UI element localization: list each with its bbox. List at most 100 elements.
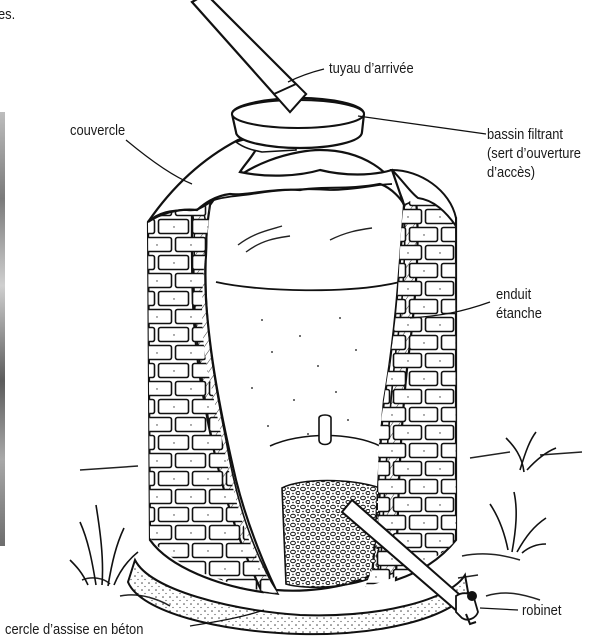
brick-texture-dot	[423, 558, 424, 559]
brick	[442, 552, 470, 566]
brick	[394, 462, 422, 476]
brick	[394, 354, 422, 368]
brick-texture-dot	[471, 540, 472, 541]
brick	[108, 310, 138, 324]
label-tap: robinet	[522, 601, 561, 620]
brick-texture-dot	[407, 324, 408, 325]
brick	[426, 354, 454, 368]
brick-texture-dot	[207, 442, 208, 443]
brick-texture-dot	[439, 360, 440, 361]
brick	[410, 228, 438, 242]
brick-texture-dot	[407, 540, 408, 541]
brick	[176, 526, 206, 540]
brick	[108, 346, 138, 360]
brick	[442, 408, 470, 422]
brick-texture-dot	[471, 468, 472, 469]
brick	[159, 472, 189, 486]
brick-texture-dot	[375, 576, 376, 577]
brick	[159, 436, 189, 450]
brick-texture-dot	[258, 568, 259, 569]
brick	[458, 318, 486, 332]
brick	[410, 300, 438, 314]
brick	[108, 238, 138, 252]
brick-texture-dot	[224, 568, 225, 569]
brick-texture-dot	[258, 604, 259, 605]
brick-texture-dot	[423, 378, 424, 379]
brick-texture-dot	[173, 586, 174, 587]
brick	[458, 282, 486, 296]
brick	[142, 454, 172, 468]
brick-texture-dot	[122, 352, 123, 353]
brick	[426, 462, 454, 476]
brick-texture-dot	[190, 244, 191, 245]
brick	[426, 534, 454, 548]
brick-texture-dot	[156, 460, 157, 461]
brick-texture-dot	[122, 388, 123, 389]
brick	[159, 544, 189, 558]
brick	[176, 238, 206, 252]
brick	[125, 508, 155, 522]
brick	[159, 508, 189, 522]
brick-texture-dot	[423, 306, 424, 307]
brick	[442, 480, 470, 494]
brick	[193, 508, 223, 522]
brick-texture-dot	[471, 216, 472, 217]
brick	[159, 364, 189, 378]
brick	[426, 498, 454, 512]
brick	[125, 472, 155, 486]
brick-texture-dot	[407, 432, 408, 433]
brick	[410, 480, 438, 494]
brick	[394, 390, 422, 404]
brick	[176, 310, 206, 324]
brick	[142, 382, 172, 396]
brick	[394, 318, 422, 332]
brick-texture-dot	[156, 244, 157, 245]
brick-texture-dot	[139, 262, 140, 263]
brick	[142, 274, 172, 288]
brick	[410, 408, 438, 422]
brick	[193, 472, 223, 486]
brick-texture-dot	[156, 532, 157, 533]
brick	[159, 256, 189, 270]
brick	[159, 328, 189, 342]
brick-texture-dot	[407, 396, 408, 397]
brick	[193, 544, 223, 558]
brick-texture-dot	[439, 540, 440, 541]
brick-texture-dot	[139, 406, 140, 407]
brick-texture-dot	[423, 234, 424, 235]
label-waterproof-line2: étanche	[496, 304, 542, 323]
brick	[108, 490, 138, 504]
label-filter-basin: bassin filtrant (sert d’ouverture d’accè…	[487, 125, 581, 182]
brick-texture-dot	[139, 226, 140, 227]
brick-texture-dot	[224, 496, 225, 497]
brick	[159, 400, 189, 414]
brick-texture-dot	[241, 550, 242, 551]
brick	[176, 418, 206, 432]
brick-texture-dot	[439, 468, 440, 469]
brick-texture-dot	[122, 424, 123, 425]
brick-texture-dot	[156, 352, 157, 353]
brick	[125, 328, 155, 342]
brick	[458, 354, 486, 368]
brick-texture-dot	[207, 478, 208, 479]
brick-texture-dot	[190, 460, 191, 461]
brick	[108, 382, 138, 396]
brick-texture-dot	[471, 324, 472, 325]
brick	[346, 588, 374, 602]
inlet-pipe	[192, 0, 306, 112]
brick-texture-dot	[471, 396, 472, 397]
brick-texture-dot	[190, 424, 191, 425]
brick-texture-dot	[122, 460, 123, 461]
brick-texture-dot	[455, 558, 456, 559]
brick	[442, 444, 470, 458]
brick-texture-dot	[224, 532, 225, 533]
brick-texture-dot	[207, 586, 208, 587]
brick-texture-dot	[207, 406, 208, 407]
brick-texture-dot	[391, 558, 392, 559]
brick	[458, 426, 486, 440]
brick	[410, 264, 438, 278]
brick	[125, 544, 155, 558]
brick-texture-dot	[122, 208, 123, 209]
brick-texture-dot	[190, 280, 191, 281]
